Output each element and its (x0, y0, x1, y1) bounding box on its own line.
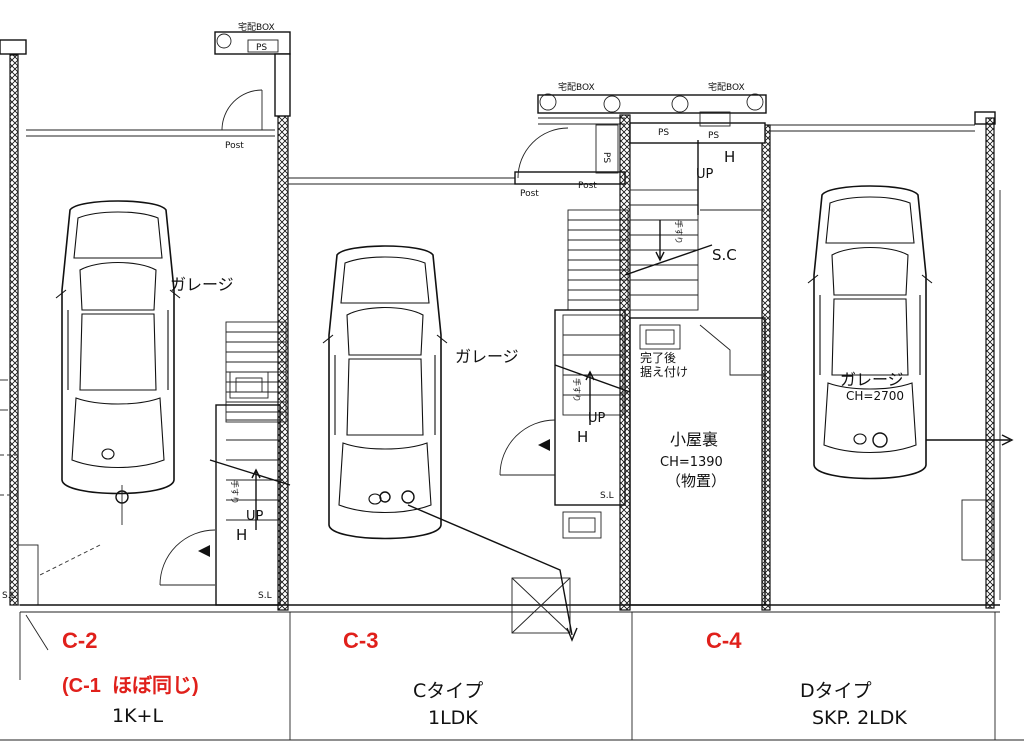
delivery-box-label-1: 宅配BOX (238, 21, 275, 33)
ps-label-4: PS (601, 152, 611, 163)
stair-h-1: H (236, 526, 247, 544)
install-label: 据え付け (640, 365, 688, 379)
attic-label: 小屋裏 (670, 430, 718, 449)
post-label-3: Post (578, 181, 597, 191)
handrail-label-2: 手すり (572, 378, 582, 402)
handrail-label-3: 手すり (674, 220, 684, 244)
unit-c2-plan (20, 31, 291, 613)
unit-c3-plan (288, 93, 767, 642)
post-label-2: Post (520, 189, 539, 199)
stair-h-3: H (724, 148, 735, 166)
stair-up-3: UP (696, 167, 714, 182)
post-label-1: Post (225, 141, 244, 151)
type-labels: 1K+L Cタイプ 1LDK Dタイプ SKP. 2LDK (112, 680, 907, 729)
unit-labels: C-2 (C-1 ほぼ同じ) C-3 C-4 (62, 628, 742, 697)
layout-label-c3: 1LDK (428, 707, 478, 729)
unit-label-c4: C-4 (706, 628, 742, 653)
unit-c4-plan (619, 111, 1014, 613)
stair-sl-2: S.L (600, 491, 614, 501)
ps-label-3: PS (708, 131, 719, 141)
garage-label-c3: ガレージ (455, 347, 519, 366)
grid-lines (0, 612, 1024, 741)
delivery-box-label-3: 宅配BOX (708, 81, 745, 93)
stair-h-2: H (577, 428, 588, 446)
c1-partial-unit (0, 39, 275, 651)
plan-annotations: 宅配BOX PS Post 宅配BOX 宅配BOX PS PS PS Post … (2, 21, 904, 601)
unit-label-c2-note: (C-1 ほぼ同じ) (62, 674, 199, 697)
stair-sl-left: S.L (2, 591, 16, 601)
delivery-box-label-2: 宅配BOX (558, 81, 595, 93)
stair-sl-1: S.L (258, 591, 272, 601)
type-label-c3: Cタイプ (413, 680, 483, 702)
garage-label-c2: ガレージ (170, 275, 234, 294)
garage-height-c4: CH=2700 (846, 389, 904, 403)
attic-height-label: CH=1390 (660, 455, 723, 470)
type-label-c4: Dタイプ (800, 680, 872, 702)
ps-label-1: PS (256, 43, 267, 53)
shoe-closet-label: S.C (712, 246, 737, 264)
handrail-label-1: 手すり (230, 480, 240, 504)
layout-label-c2: 1K+L (112, 705, 163, 727)
stair-up-2: UP (588, 411, 606, 426)
unit-label-c2: C-2 (62, 628, 97, 653)
layout-label-c4: SKP. 2LDK (812, 707, 907, 729)
stair-up-1: UP (246, 509, 264, 524)
ps-label-2: PS (658, 128, 669, 138)
attic-use-label: （物置） (666, 472, 726, 490)
after-completion-label: 完了後 (640, 350, 676, 365)
garage-label-c4: ガレージ (840, 370, 904, 389)
unit-label-c3: C-3 (343, 628, 378, 653)
